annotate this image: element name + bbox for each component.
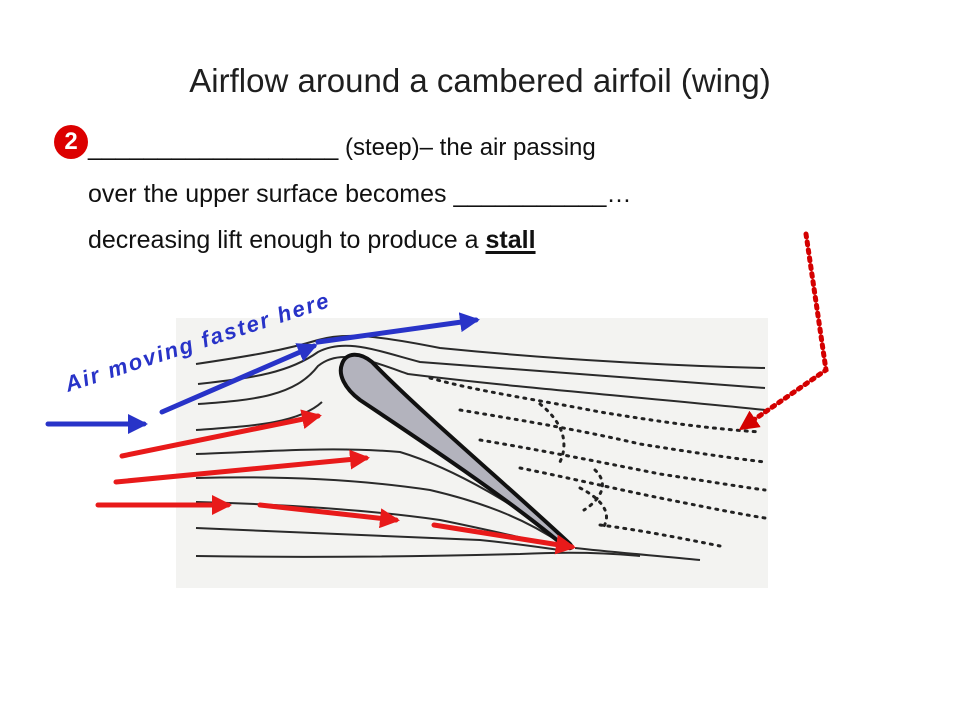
red-arrow-4 — [257, 502, 400, 529]
turbulent-wake — [428, 376, 767, 548]
stall-keyword: stall — [485, 226, 536, 254]
fill-in-blank-1: __________________ — [88, 133, 339, 161]
line-1-text: (steep)– the air passing — [338, 134, 596, 161]
red-arrow-2 — [113, 449, 370, 485]
dotted-pointer-arrow — [738, 231, 829, 431]
text-line-3: decreasing lift enough to produce a stal… — [88, 226, 536, 255]
red-flow-arrows — [95, 409, 576, 555]
blue-arrow-upper — [159, 343, 318, 415]
red-arrow-5 — [431, 522, 576, 555]
blue-arrow-top — [315, 312, 480, 345]
blue-flow-arrows — [45, 312, 480, 434]
slide-title: Airflow around a cambered airfoil (wing) — [189, 62, 771, 99]
red-arrow-1 — [119, 409, 322, 459]
line-3-text: decreasing lift enough to produce a — [88, 226, 486, 254]
line-2-text: over the upper surface becomes — [88, 180, 454, 208]
bullet-number-badge: 2 — [54, 125, 88, 159]
text-line-2: over the upper surface becomes _________… — [88, 180, 631, 209]
text-line-1: __________________ (steep)– the air pass… — [88, 133, 596, 162]
line-2-ellipsis: … — [606, 180, 632, 208]
fill-in-blank-2: ___________ — [453, 180, 607, 208]
